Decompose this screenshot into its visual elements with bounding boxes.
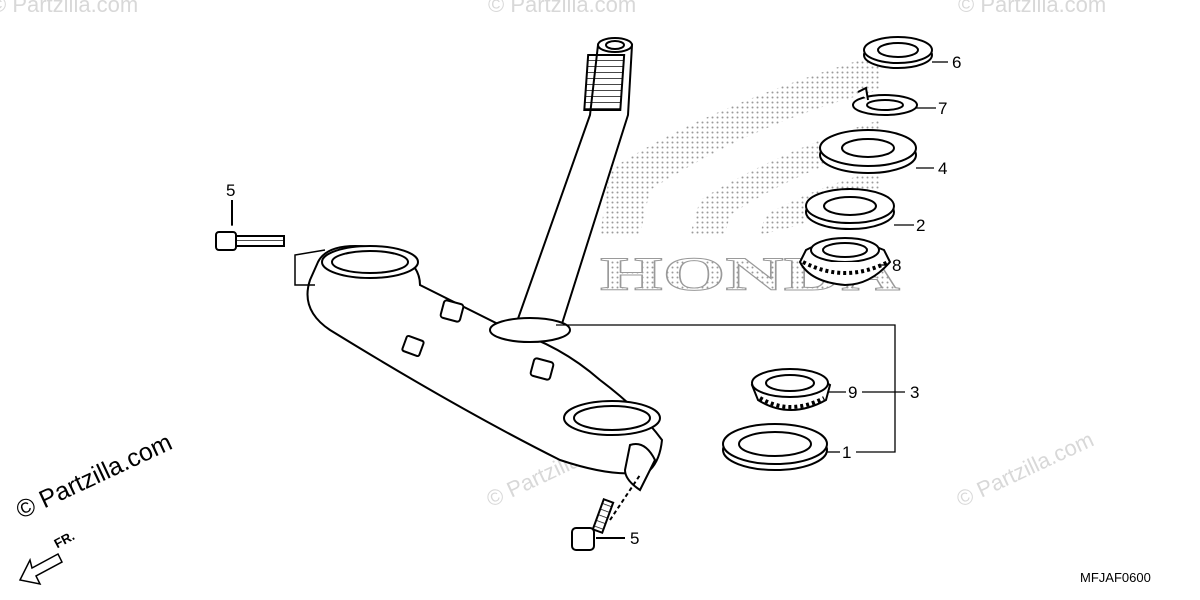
adjusting-nut <box>819 129 917 174</box>
bolt-lower <box>571 474 641 551</box>
leader-lines <box>231 61 948 453</box>
callout-6: 6 <box>952 53 961 72</box>
lower-bearing <box>750 368 832 411</box>
lower-triple-clamp <box>306 245 664 492</box>
callout-7: 7 <box>938 99 947 118</box>
watermark-top-left: © Partzilla.com <box>0 0 139 17</box>
bracket-bolt-upper <box>294 249 326 286</box>
callout-4: 4 <box>938 159 947 178</box>
upper-dust-seal <box>805 188 895 230</box>
callout-3: 3 <box>910 383 919 402</box>
upper-bearing <box>798 237 892 287</box>
watermark-top-right: © Partzilla.com <box>958 0 1107 17</box>
dust-seal <box>722 423 828 471</box>
callout-9: 9 <box>848 383 857 402</box>
callout-2: 2 <box>916 216 925 235</box>
lock-nut <box>863 36 933 69</box>
watermark-top-center: © Partzilla.com <box>488 0 637 17</box>
diagram-code: MFJAF0600 <box>1080 570 1151 585</box>
bolt-upper <box>215 200 285 251</box>
callout-5-upper: 5 <box>226 181 235 200</box>
callout-5-lower: 5 <box>630 529 639 548</box>
callout-1: 1 <box>842 443 851 462</box>
front-arrow-icon <box>18 552 63 586</box>
lock-washer <box>852 86 918 116</box>
callout-8: 8 <box>892 256 901 275</box>
